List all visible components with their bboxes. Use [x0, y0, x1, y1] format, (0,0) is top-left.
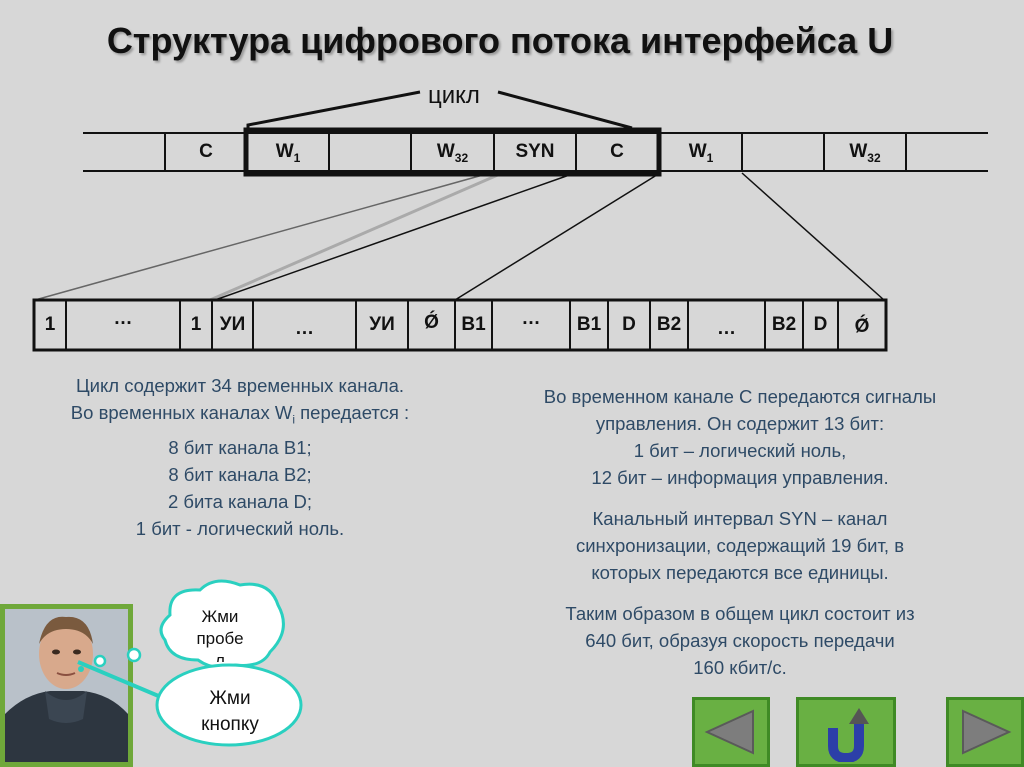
connector-line-4 — [454, 172, 661, 301]
right-p3-line-3: 160 кбит/с. — [693, 657, 787, 678]
bottom-cell-ellipsis-1: … — [113, 308, 133, 329]
connector-line-3 — [214, 172, 576, 301]
connector-line-5 — [741, 172, 885, 301]
prev-slide-button[interactable] — [692, 697, 770, 767]
connector-line-2 — [209, 172, 501, 302]
bubble-dot-2 — [126, 647, 142, 663]
bottom-cell-b1-2: B1 — [576, 314, 602, 335]
right-p1-line-1: Во временном канале С передаются сигналы — [543, 386, 937, 407]
next-slide-button[interactable] — [946, 697, 1024, 767]
thought-bubble-text: Жми пробе л — [196, 607, 244, 662]
top-strip-dividers — [164, 133, 907, 171]
top-cell-c-2: C — [610, 141, 624, 162]
bottom-cell-b2-1: B2 — [656, 314, 682, 335]
bottom-strip-frame — [32, 298, 888, 352]
bubble-dot-1 — [93, 654, 107, 668]
right-description-2: Канальный интервал SYN – канал синхрониз… — [480, 505, 1000, 586]
bottom-cell-1: 1 — [44, 314, 56, 335]
right-p3-line-2: 640 бит, образуя скорость передачи — [585, 630, 895, 651]
bottom-cell-zero-1: Ǿ — [424, 312, 439, 333]
bottom-cell-zero-2: Ǿ — [854, 316, 870, 337]
bottom-cell-ellipsis-2: … — [295, 318, 314, 339]
left-line-6: 1 бит - логический ноль. — [135, 517, 345, 539]
page-title: Структура цифрового потока интерфейса U — [106, 20, 894, 61]
bottom-cell-d-1: D — [622, 314, 636, 335]
bottom-cell-b1-1: B1 — [461, 314, 486, 335]
left-line-2: Во временных каналах Wi передается : — [70, 402, 410, 427]
right-p2-line-2: синхронизации, содержащий 19 бит, в — [575, 535, 905, 556]
bubble-pointer-line — [77, 660, 169, 702]
bottom-cell-ellipsis-3: … — [521, 308, 541, 329]
bottom-cell-ui-1: УИ — [219, 314, 246, 335]
right-p1-line-4: 12 бит – информация управления. — [591, 467, 889, 488]
right-description-3: Таким образом в общем цикл состоит из 64… — [480, 600, 1000, 681]
right-p3-line-1: Таким образом в общем цикл состоит из — [565, 603, 915, 624]
right-p1-line-2: управления. Он содержит 13 бит: — [595, 413, 885, 434]
right-description-1: Во временном канале С передаются сигналы… — [480, 383, 1000, 491]
left-line-3: 8 бит канала В1; — [168, 436, 312, 458]
top-cell-syn: SYN — [515, 141, 555, 162]
triangle-right-icon — [962, 709, 1012, 755]
bottom-cell-b2-2: B2 — [771, 314, 797, 335]
triangle-left-icon — [704, 709, 754, 755]
thought-bubble — [159, 579, 285, 670]
right-p1-line-3: 1 бит – логический ноль, — [633, 440, 847, 461]
cycle-bracket-left — [246, 90, 421, 128]
right-p2-line-3: которых передаются все единицы. — [591, 562, 889, 583]
speech-bubble-text: Жми кнопку — [201, 688, 259, 735]
bottom-strip-dividers — [65, 300, 839, 350]
right-p2-line-1: Канальный интервал SYN – канал — [592, 508, 888, 529]
speech-bubble — [155, 663, 303, 747]
bottom-cell-1b: 1 — [190, 314, 202, 335]
top-cell-c-1: C — [199, 141, 213, 162]
bottom-cell-d-2: D — [813, 314, 828, 335]
cycle-label: цикл — [428, 82, 480, 109]
left-description: Цикл содержит 34 временных канала. Во вр… — [20, 372, 460, 542]
left-line-5: 2 бита канала D; — [167, 490, 313, 512]
cycle-frame — [243, 127, 662, 177]
home-button[interactable] — [796, 697, 896, 767]
presenter-illustration — [5, 609, 128, 762]
connector-line-1 — [34, 172, 491, 301]
left-line-4: 8 бит канала В2; — [168, 463, 312, 485]
presenter-photo — [0, 604, 133, 767]
bottom-cell-ellipsis-4: … — [717, 318, 736, 339]
u-turn-icon — [828, 708, 869, 762]
left-line-1: Цикл содержит 34 временных канала. — [75, 375, 405, 396]
cycle-bracket-right — [497, 90, 633, 130]
bottom-cell-ui-2: УИ — [369, 314, 395, 335]
